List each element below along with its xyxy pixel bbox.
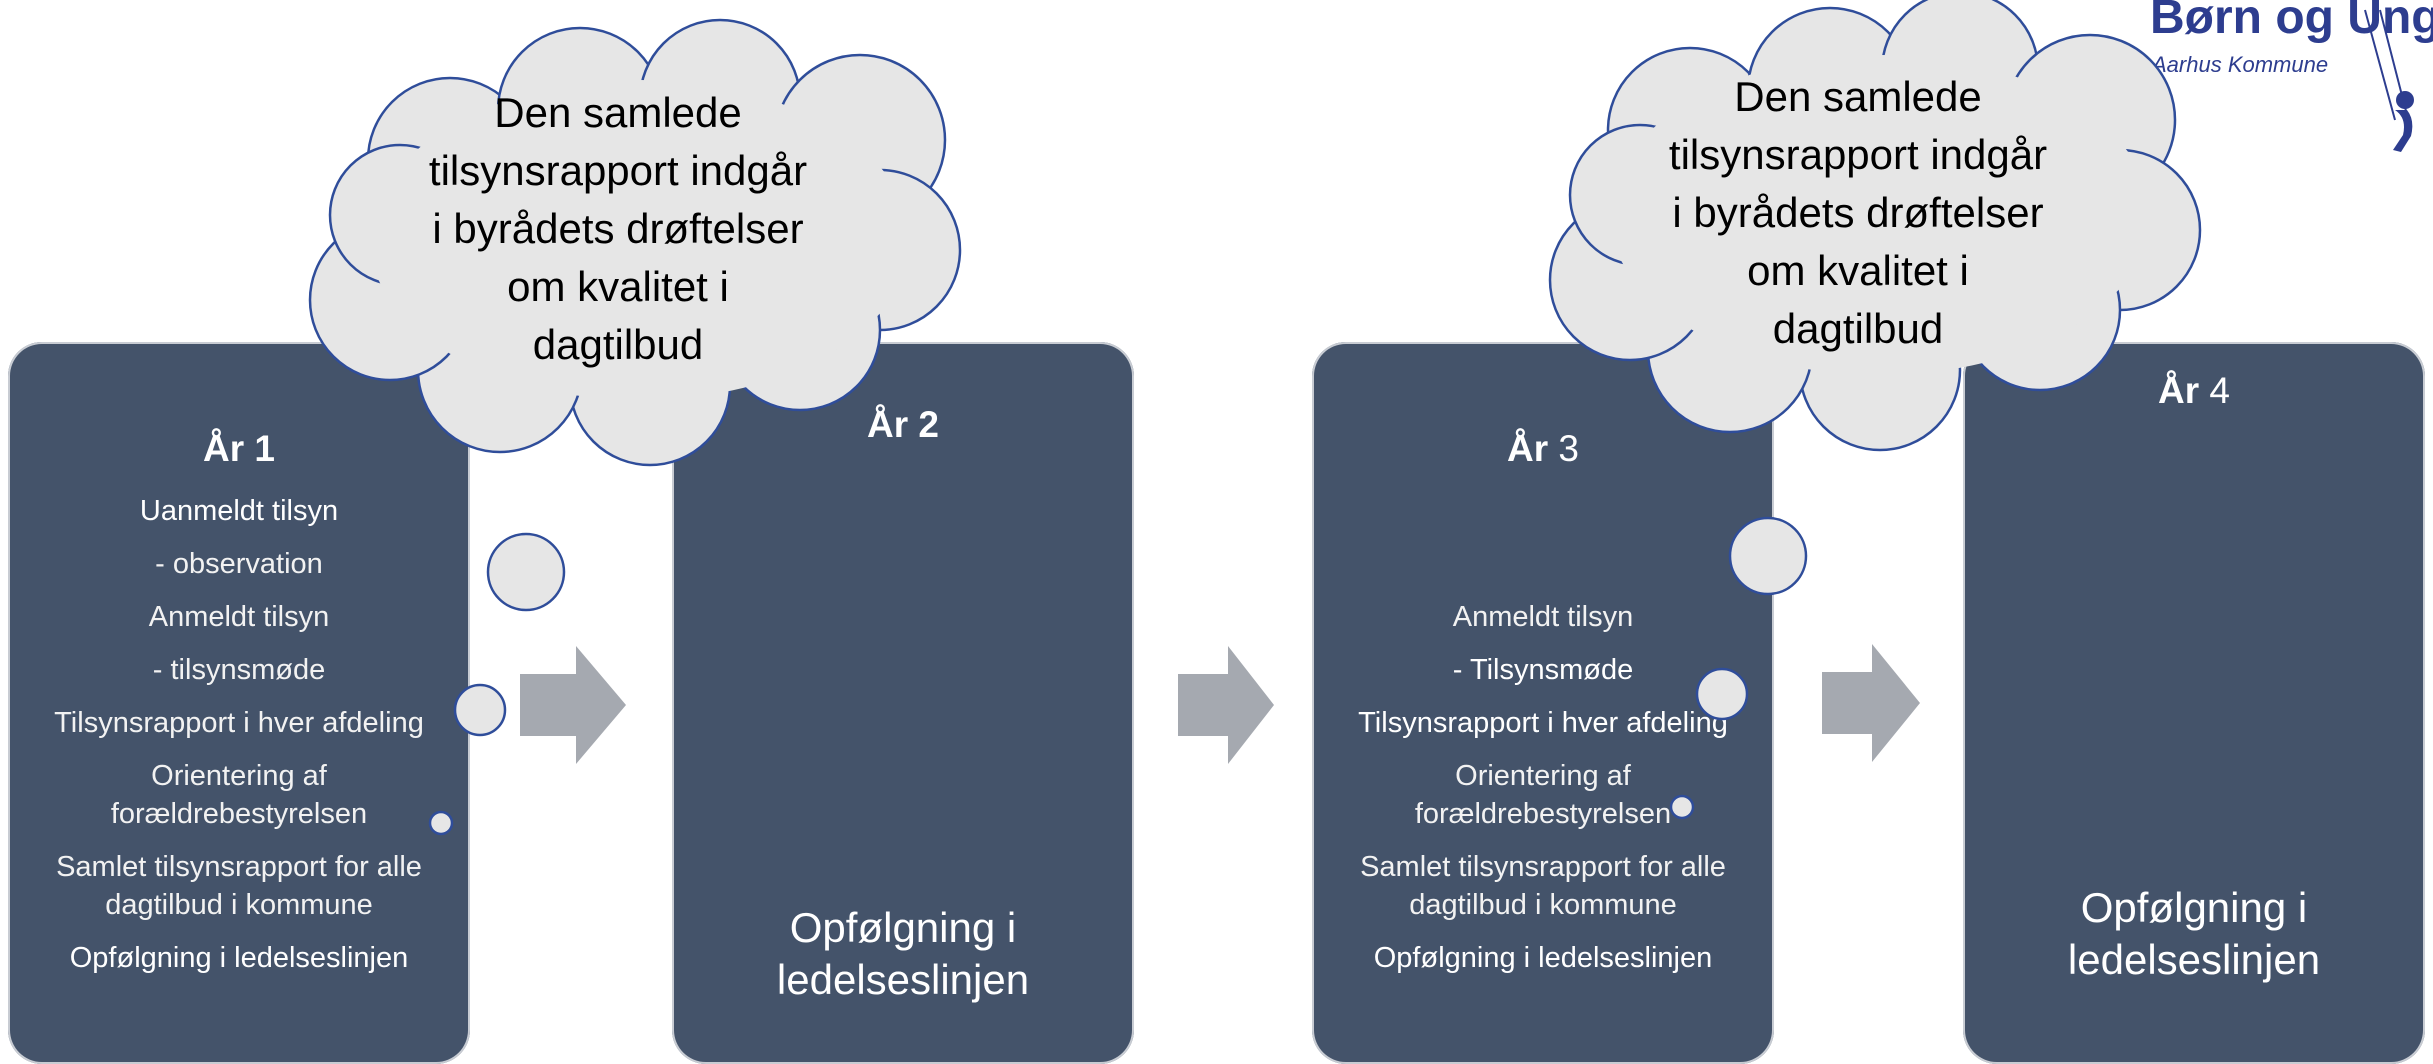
cloud-text-1: Den samlede tilsynsrapport indgår i byrå…: [428, 89, 808, 368]
logo-subtitle: Aarhus Kommune: [2152, 52, 2329, 77]
list-item: Opfølgning i ledelseslinjen: [69, 942, 409, 974]
list-item: Samlet tilsynsrapport for alle dagtilbud…: [56, 851, 422, 921]
list-item: Opfølgning i ledelseslinjen: [1373, 942, 1713, 974]
thought-cloud-2: [1548, 0, 2202, 452]
arrow-right-icon: [520, 646, 626, 764]
list-item: Tilsynsrapport i hver afdeling: [54, 707, 424, 739]
panel-title: År 2: [867, 404, 939, 445]
panel-year-2: År 2 Opfølgning i ledelseslinjen: [672, 342, 1134, 1064]
followup-text: Opfølgning i ledelseslinjen: [776, 904, 1030, 1003]
panel-year-4: År 4 Opfølgning i ledelseslinjen: [1963, 342, 2425, 1064]
cloud-text-2: Den samlede tilsynsrapport indgår i byrå…: [1668, 73, 2048, 352]
list-item: Orientering af forældrebestyrelsen: [110, 760, 368, 830]
list-item: Anmeldt tilsyn: [148, 601, 330, 633]
logo: Børn og Unge Aarhus Kommune: [2140, 0, 2433, 160]
thought-cloud-1: [308, 18, 962, 467]
list-item: Samlet tilsynsrapport for alle dagtilbud…: [1360, 851, 1726, 921]
list-item: - observation: [155, 548, 323, 580]
panel-title: År 1: [203, 428, 275, 469]
swing-child-icon: [2364, 9, 2414, 152]
panel-year-3: År 3 Anmeldt tilsyn - Tilsynsmøde Tilsyn…: [1312, 342, 1774, 1064]
arrow-right-icon: [1178, 646, 1274, 764]
list-item: - Tilsynsmøde: [1452, 654, 1634, 686]
panel-title: År 3: [1507, 428, 1579, 469]
panel-3-list: Anmeldt tilsyn - Tilsynsmøde Tilsynsrapp…: [1312, 598, 1774, 992]
panel-title: År 4: [2158, 370, 2230, 411]
list-item: Uanmeldt tilsyn: [139, 495, 339, 527]
list-item: Anmeldt tilsyn: [1452, 601, 1634, 633]
panel-1-list: Uanmeldt tilsyn - observation Anmeldt ti…: [8, 492, 470, 992]
followup-text: Opfølgning i ledelseslinjen: [2067, 884, 2321, 983]
list-item: Orientering af forældrebestyrelsen: [1414, 760, 1672, 830]
thought-bubbles: [428, 516, 1808, 836]
list-item: - tilsynsmøde: [152, 654, 326, 686]
panel-year-1: År 1 Uanmeldt tilsyn - observation Anmel…: [8, 342, 470, 1064]
list-item: Tilsynsrapport i hver afdeling: [1358, 707, 1728, 739]
arrow-right-icon: [1822, 644, 1920, 762]
